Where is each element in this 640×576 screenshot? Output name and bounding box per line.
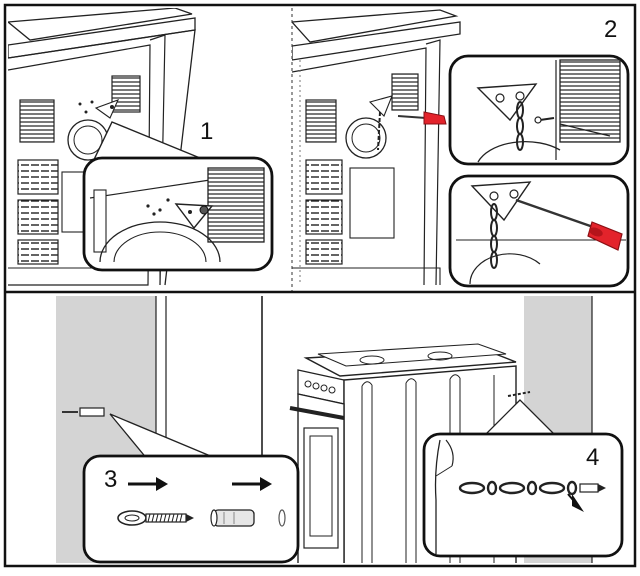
zoom-detail-step-4 — [434, 439, 606, 554]
zoom-detail-step-3 — [117, 477, 286, 527]
zoom-callout-step-4 — [422, 432, 624, 558]
screwdriver-icon — [515, 198, 623, 251]
step-number-3: 3 — [104, 466, 117, 493]
zoom-detail-step-2-upper — [476, 59, 621, 163]
down-arrow-icon — [572, 494, 584, 512]
step-number-4: 4 — [586, 444, 599, 471]
step-number-1: 1 — [200, 118, 213, 145]
step-number-2: 2 — [604, 16, 617, 43]
screw-icon — [534, 116, 555, 124]
chain-icon — [490, 203, 498, 269]
chain-icon — [458, 480, 578, 496]
panel-step-2 — [292, 9, 630, 288]
screwdriver-icon — [397, 111, 447, 125]
right-arrow-icon — [128, 477, 168, 491]
panel-step-1 — [8, 8, 274, 286]
screw-icon — [199, 205, 209, 215]
screw-icon — [117, 510, 194, 526]
zoom-detail-step-1 — [89, 167, 265, 263]
right-arrow-icon — [232, 477, 272, 491]
wall-plug-icon — [210, 509, 255, 527]
screw-icon — [579, 483, 606, 493]
wall-plug-icon — [62, 407, 105, 417]
zoom-detail-step-2-lower — [456, 181, 626, 285]
